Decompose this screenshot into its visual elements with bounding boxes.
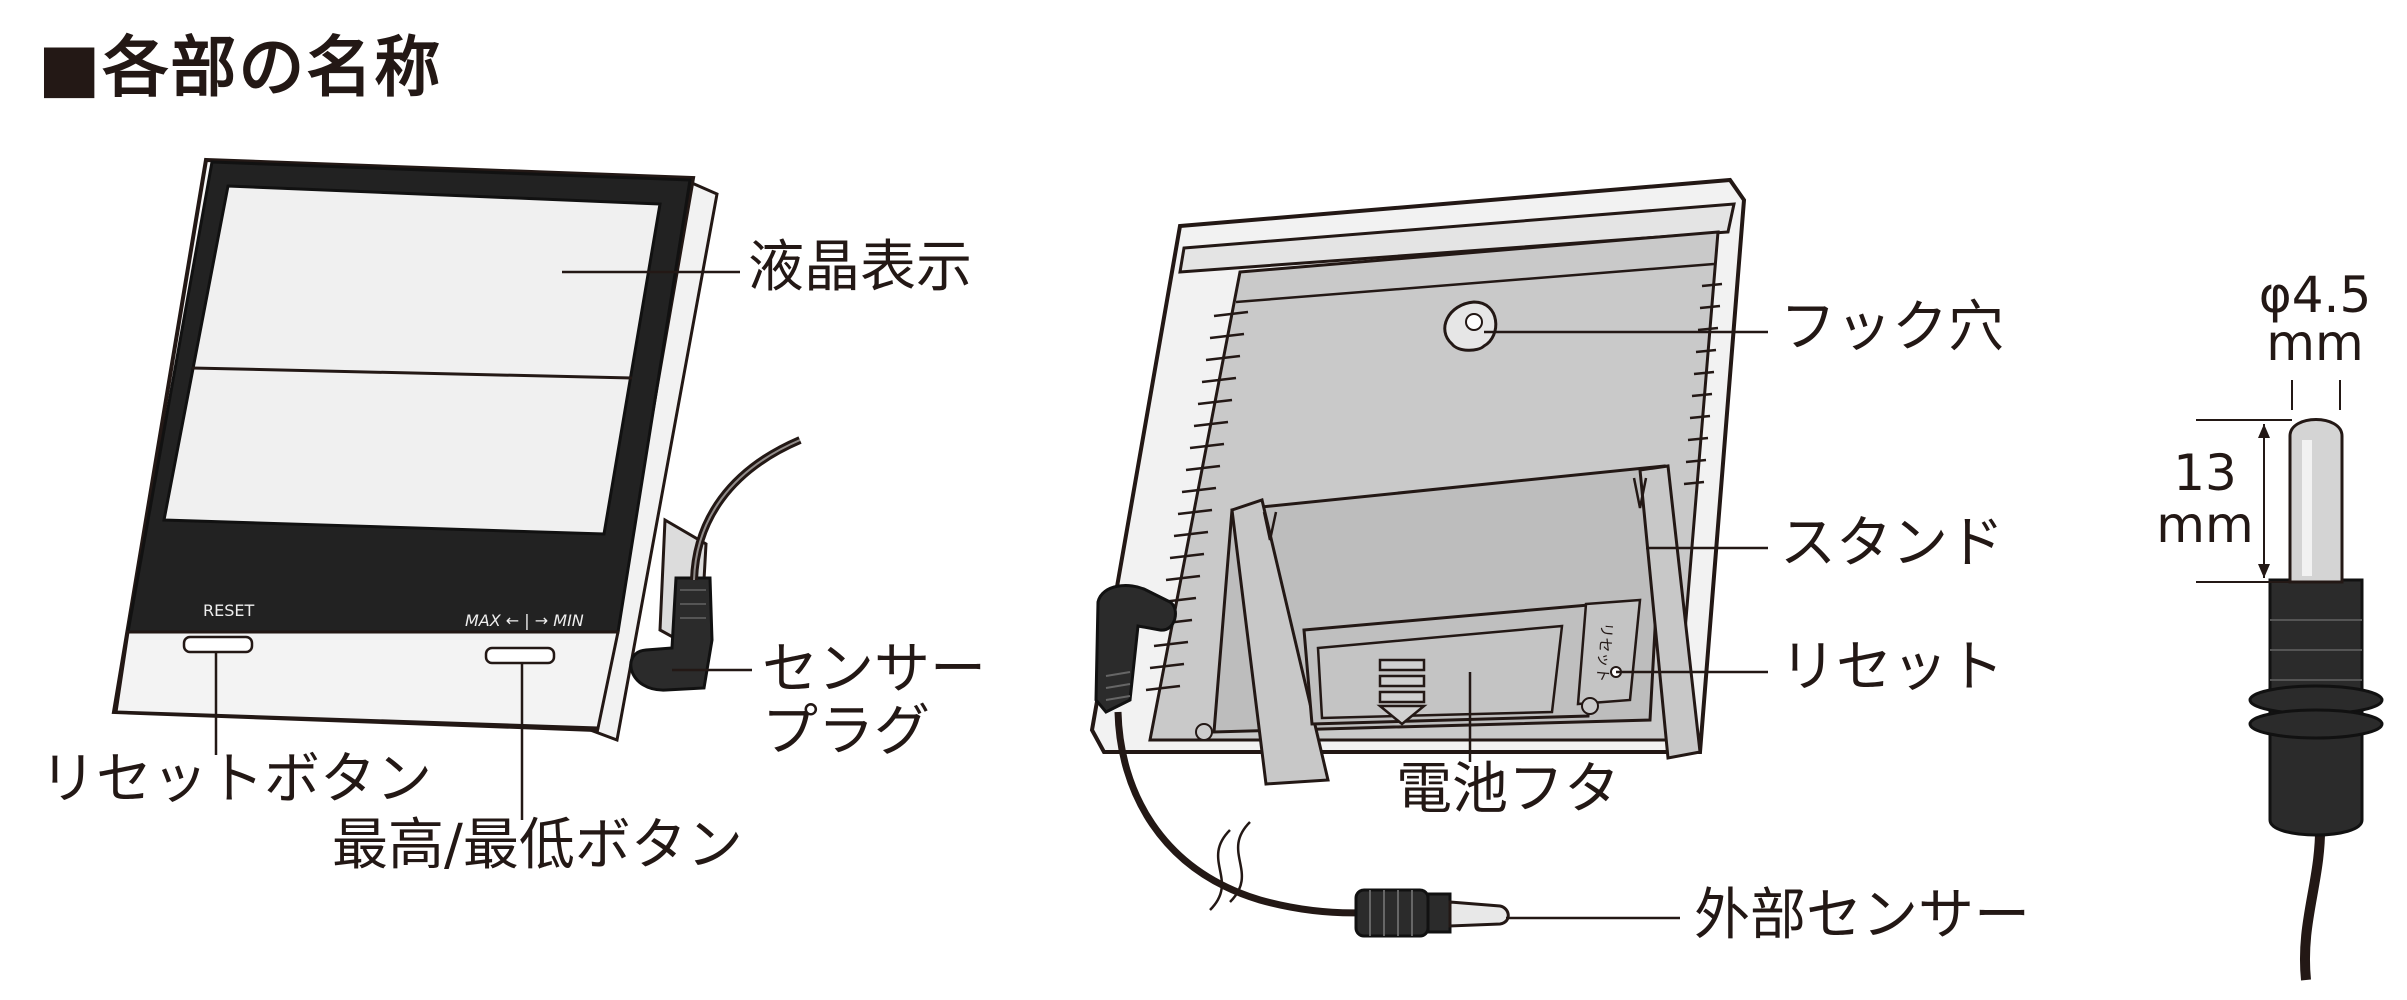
front-device: RESET MAX ← | → MIN [111,157,802,743]
label-back-reset: リセット [1780,635,2004,700]
probe-diameter: φ4.5 [2258,266,2372,324]
front-reset-print: RESET [203,601,254,620]
label-stand: スタンド [1780,511,2004,576]
lcd-window [162,184,662,536]
probe-diameter-unit: mm [2266,314,2364,372]
back-reset-print: リセット [1593,622,1616,683]
label-hook-hole: フック穴 [1780,295,2004,360]
label-sensor-plug-2: プラグ [762,699,930,764]
label-lcd: 液晶表示 [748,235,972,300]
label-external-sensor: 外部センサー [1694,883,2030,948]
page-title: ■各部の名称 [38,29,443,106]
label-battery-cover: 電池フタ [1396,757,1620,822]
probe-detail [2196,380,2384,981]
label-reset-button: リセットボタン [40,747,432,812]
sensor-plug-shape [629,576,714,692]
front-maxmin-print: MAX ← | → MIN [465,611,584,630]
back-device: リセット [1089,177,1747,938]
label-maxmin-button: 最高/最低ボタン [332,813,743,878]
stand-shape [1230,498,1330,786]
label-sensor-plug-1: センサー [762,637,986,702]
probe-length-unit: mm [2156,496,2254,554]
front-cable [690,436,802,581]
back-cable [1114,711,1379,917]
probe-length: 13 [2173,444,2237,502]
maxmin-button-shape [484,646,556,665]
reset-button-shape [182,635,254,654]
external-sensor-shape [1354,888,1510,938]
